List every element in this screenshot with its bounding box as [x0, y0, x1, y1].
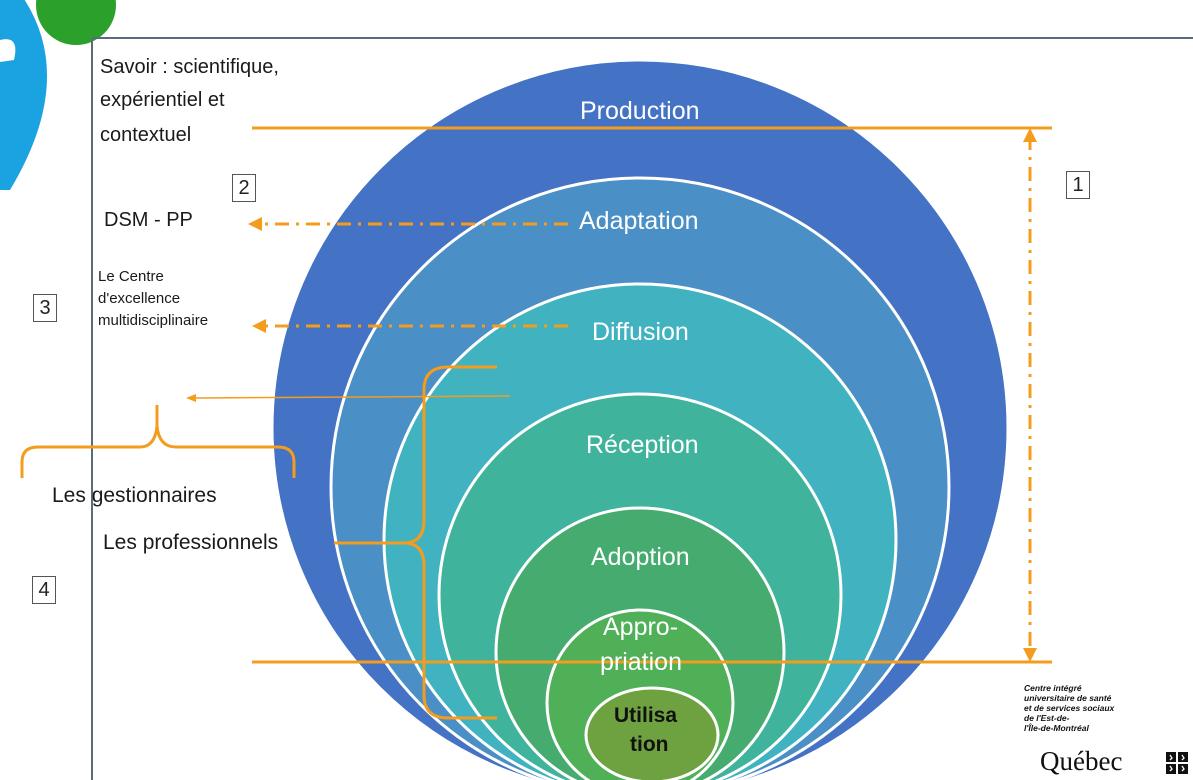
- arrow-diffusion-to-centre: [252, 319, 568, 333]
- logo-green-circle: [36, 0, 116, 45]
- label-utilisation-line1: Utilisa: [614, 704, 678, 727]
- ciusss-logo-text: Centre intégré universitaire de santé et…: [1024, 683, 1144, 733]
- professionnels-label: Les professionnels: [103, 531, 279, 554]
- quebec-flag-icon: [1166, 752, 1188, 774]
- centre-line2: d'excellence: [98, 290, 181, 307]
- ciusss-line-5: l'Île-de-Montréal: [1024, 723, 1089, 733]
- logo-white-arc: [0, 39, 16, 62]
- logo-blue-arc: [0, 0, 47, 190]
- centre-line3: multidisciplinaire: [98, 312, 209, 329]
- number-box-1: 1: [1066, 171, 1090, 199]
- label-adoption: Adoption: [591, 543, 690, 571]
- number-box-2: 2: [232, 174, 256, 202]
- number-box-3: 3: [33, 294, 57, 322]
- quebec-wordmark: Québec: [1040, 746, 1123, 776]
- corner-logo: [0, 0, 116, 190]
- centre-line1: Le Centre: [98, 268, 164, 285]
- ciusss-line-4: de l'Est-de-: [1024, 713, 1070, 723]
- knowledge-line2: expérientiel et: [100, 89, 225, 111]
- label-appropriation-line1: Appro-: [603, 613, 679, 641]
- number-box-4: 4: [32, 576, 56, 604]
- nested-circles: [270, 58, 1010, 780]
- arrow-to-gestionnaires: [186, 394, 511, 402]
- knowledge-line1: Savoir : scientifique,: [100, 56, 279, 78]
- label-adaptation: Adaptation: [579, 207, 699, 235]
- vertical-range-arrow: [1023, 128, 1037, 662]
- label-diffusion: Diffusion: [592, 318, 689, 346]
- ciusss-line-2: universitaire de santé: [1024, 693, 1112, 703]
- ciusss-line-1: Centre intégré: [1024, 683, 1082, 693]
- dsm-label: DSM - PP: [104, 209, 193, 231]
- ciusss-line-3: et de services sociaux: [1024, 703, 1115, 713]
- gestionnaires-brace: [20, 405, 296, 478]
- knowledge-line3: contextuel: [100, 124, 192, 146]
- gestionnaires-label: Les gestionnaires: [52, 484, 217, 507]
- circle-utilisation: [584, 686, 720, 780]
- label-utilisation-line2: tion: [630, 733, 669, 756]
- professionnels-brace: [334, 365, 497, 720]
- arrow-adaptation-to-dsm: [248, 217, 568, 231]
- label-appropriation-line2: priation: [600, 648, 682, 676]
- label-production: Production: [580, 97, 700, 125]
- label-reception: Réception: [586, 431, 699, 459]
